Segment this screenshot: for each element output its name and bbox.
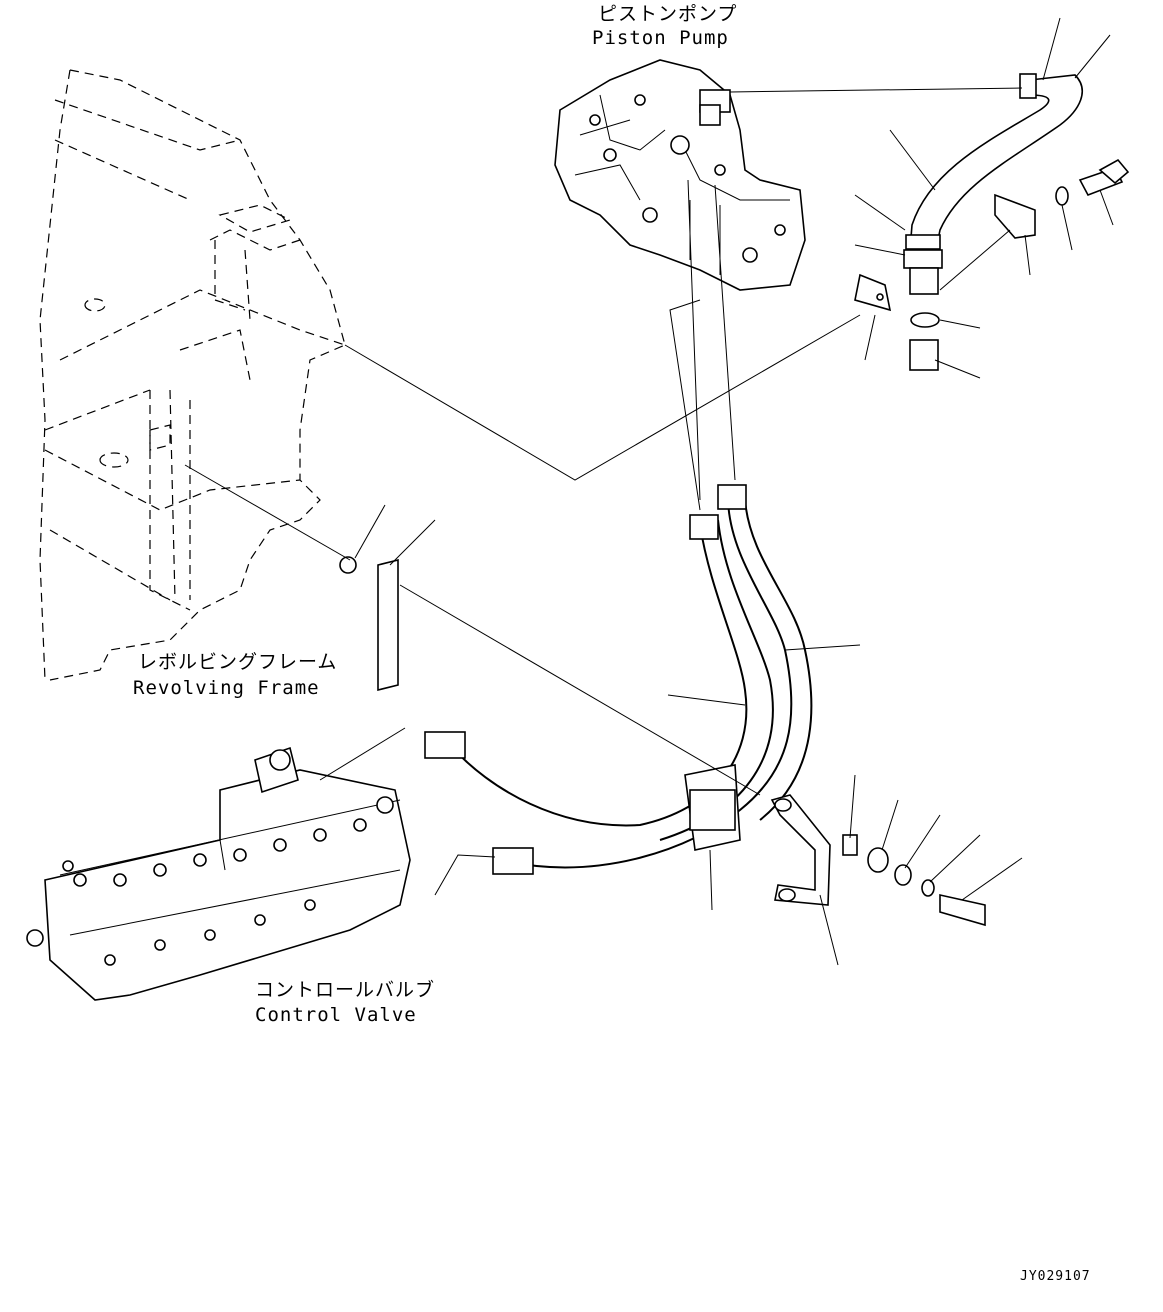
drawing-code: JY029107 — [1020, 1269, 1091, 1284]
revolving-frame — [39, 69, 346, 681]
piston-pump — [554, 59, 806, 291]
revolving-frame-label-en: Revolving Frame — [133, 677, 320, 699]
delivery-hoses — [424, 484, 813, 875]
piston-pump-label-jp: ピストンポンプ — [598, 3, 737, 25]
suction-tube — [854, 73, 1130, 371]
clamp-hardware — [339, 556, 986, 927]
piston-pump-label-en: Piston Pump — [592, 27, 729, 49]
control-valve — [26, 746, 411, 1001]
control-valve-label-jp: コントロールバルブ — [255, 978, 435, 1001]
revolving-frame-label-jp: レボルビングフレーム — [138, 651, 337, 673]
control-valve-label-en: Control Valve — [255, 1004, 417, 1026]
leader-lines — [184, 17, 1114, 966]
